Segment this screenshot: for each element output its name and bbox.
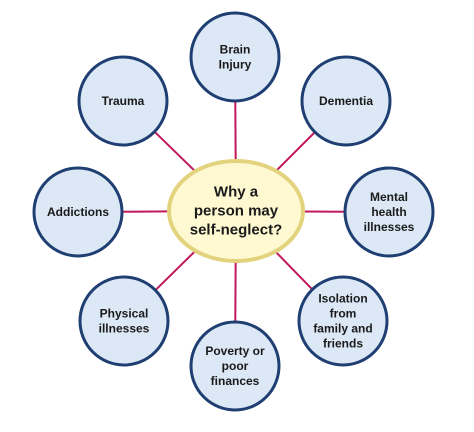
node-isolation-circle [297, 275, 389, 367]
connector-trauma [153, 130, 196, 173]
node-poverty-line: finances [211, 374, 260, 388]
node-dementia-circle [300, 55, 392, 147]
node-trauma-circle [77, 55, 169, 147]
node-addictions-line: Addictions [47, 205, 109, 219]
node-isolation-line: from [330, 307, 357, 321]
connectors [121, 100, 346, 323]
center-ellipse [167, 159, 305, 263]
node-mental-health-illnesses-line: health [371, 205, 406, 219]
node-dementia: Dementia [300, 55, 392, 147]
node-isolation-line: friends [323, 337, 363, 351]
node-isolation-line: family and [313, 322, 372, 336]
center-title-line: person may [194, 203, 279, 220]
node-physical-illnesses-line: illnesses [99, 322, 150, 336]
center-node: Why a person may self-neglect? [167, 159, 305, 263]
node-mental-health-illnesses-circle [343, 166, 435, 258]
node-mental-health-illnesses-line: Mental [370, 190, 408, 204]
connector-physical-illnesses [154, 250, 197, 291]
node-poverty-circle [189, 320, 281, 412]
node-isolation-line: Isolation [318, 292, 367, 306]
node-mental-health-illnesses-line: illnesses [364, 220, 415, 234]
node-brain-injury-line: Injury [219, 58, 252, 72]
connector-isolation [274, 250, 314, 291]
node-physical-illnesses-line: Physical [100, 307, 149, 321]
node-trauma-line: Trauma [102, 94, 145, 108]
center-title-line: Why a [214, 184, 259, 201]
nodes: BrainInjuryDementiaMentalhealthillnesses… [32, 11, 435, 412]
connector-dementia [275, 131, 316, 172]
node-addictions-circle [32, 166, 124, 258]
center-title-line: self-neglect? [190, 222, 283, 239]
node-addictions: Addictions [32, 166, 124, 258]
node-brain-injury-line: Brain [220, 43, 251, 57]
node-poverty-line: poor [222, 359, 249, 373]
node-physical-illnesses-circle [78, 275, 170, 367]
node-dementia-line: Dementia [319, 94, 373, 108]
node-trauma: Trauma [77, 55, 169, 147]
node-poverty-line: Poverty or [205, 344, 265, 358]
node-brain-injury-circle [189, 11, 281, 103]
